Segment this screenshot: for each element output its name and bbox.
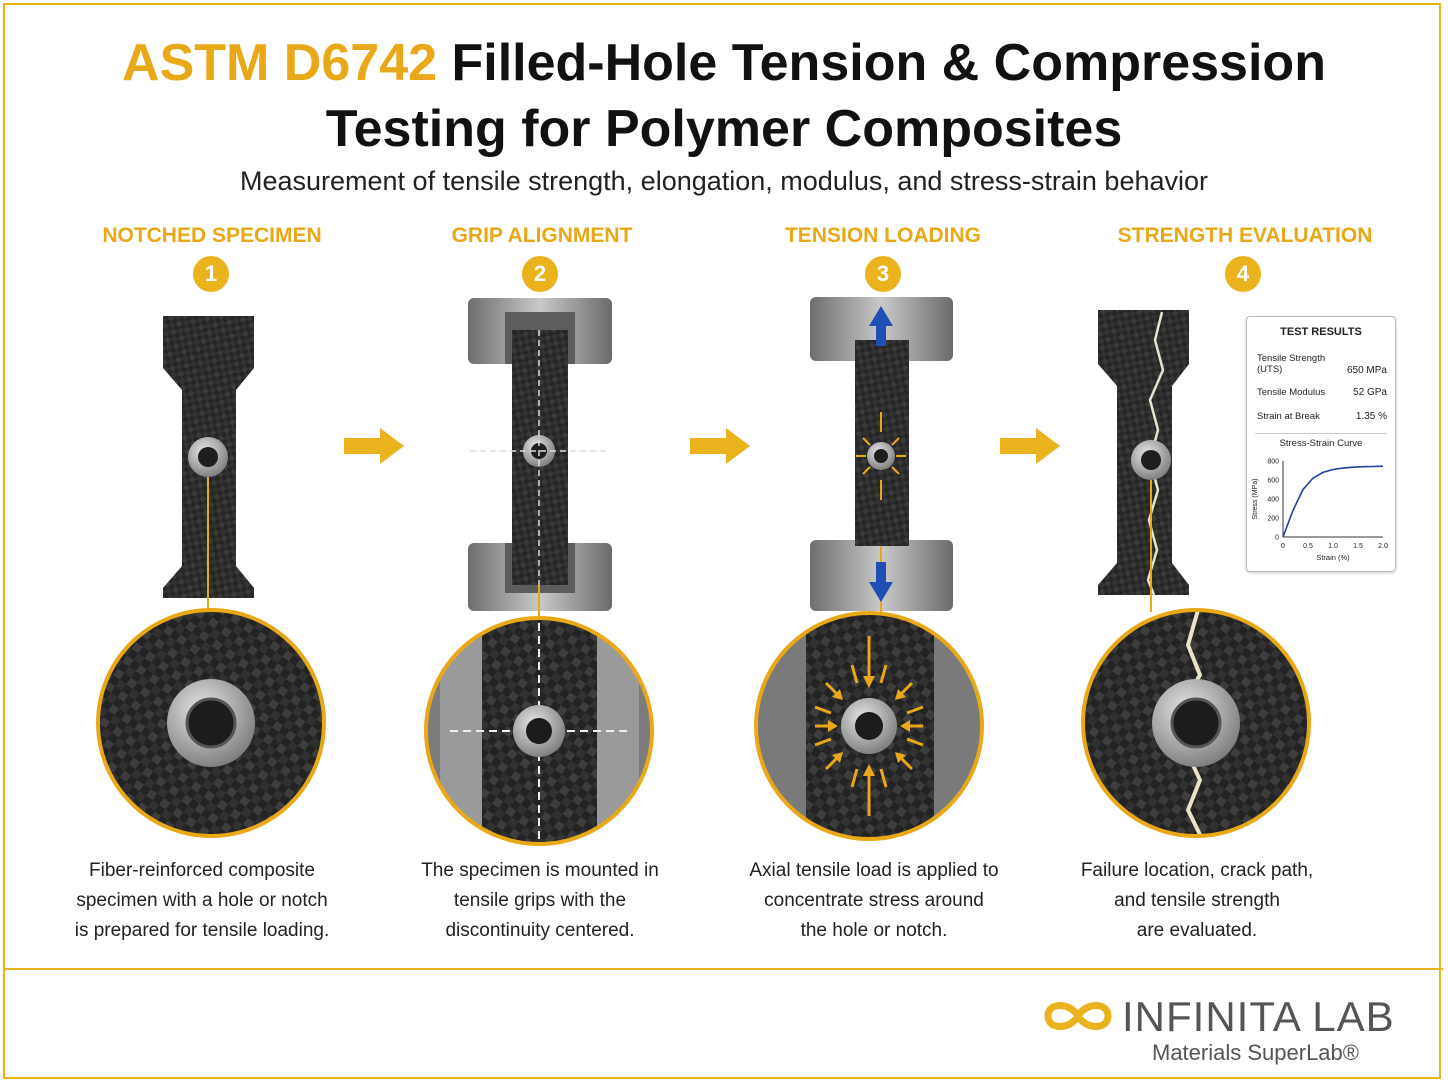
result-row-uts: Tensile Strength (UTS) 650 MPa bbox=[1257, 353, 1387, 376]
caption-line: Failure location, crack path, bbox=[1080, 860, 1314, 881]
x-tick-label: 0.5 bbox=[1303, 543, 1313, 550]
grip-zoom bbox=[426, 618, 652, 844]
step-2-heading: GRIP ALIGNMENT bbox=[451, 224, 633, 247]
result-row-strain: Strain at Break 1.35 % bbox=[1257, 411, 1387, 422]
footer-divider bbox=[3, 968, 1443, 970]
tension-zoom bbox=[756, 613, 982, 839]
failure-zoom bbox=[1083, 610, 1309, 836]
step-4-heading: STRENGTH EVALUATION bbox=[1117, 224, 1373, 247]
title-rest: Filled-Hole Tension & Compression bbox=[451, 34, 1326, 92]
notched-specimen bbox=[163, 316, 254, 612]
company-tagline: Materials SuperLab® bbox=[1152, 1040, 1359, 1065]
caption-line: are evaluated. bbox=[1136, 920, 1258, 941]
result-label: Tensile Strength bbox=[1257, 353, 1326, 364]
step-1-caption: Fiber-reinforced composite specimen with… bbox=[42, 856, 362, 946]
y-tick-label: 400 bbox=[1267, 497, 1279, 504]
result-value: 52 GPa bbox=[1353, 387, 1387, 398]
page-title-line2: Testing for Polymer Composites bbox=[325, 100, 1123, 158]
page-title-line1: ASTM D6742 Filled-Hole Tension & Compres… bbox=[0, 32, 1448, 94]
step-2-number: 2 bbox=[522, 256, 558, 292]
page-frame bbox=[3, 3, 1441, 1079]
caption-line: is prepared for tensile loading. bbox=[74, 920, 330, 941]
results-divider bbox=[1255, 433, 1387, 434]
caption-line: The specimen is mounted in bbox=[421, 860, 659, 881]
y-axis-label: Stress (MPa) bbox=[1252, 479, 1259, 520]
y-tick-label: 800 bbox=[1267, 459, 1279, 466]
arrow-right-icon bbox=[1000, 428, 1060, 464]
failed-specimen bbox=[1098, 310, 1189, 612]
infinity-logo-icon bbox=[1044, 1002, 1112, 1030]
step-2-caption: The specimen is mounted in tensile grips… bbox=[380, 856, 700, 946]
standard-code: ASTM D6742 bbox=[122, 34, 438, 92]
caption-line: specimen with a hole or notch bbox=[76, 890, 328, 911]
caption-line: Fiber-reinforced composite bbox=[89, 860, 315, 881]
caption-line: and tensile strength bbox=[1114, 890, 1280, 911]
result-value: 1.35 % bbox=[1355, 411, 1387, 422]
curve-title: Stress-Strain Curve bbox=[1279, 438, 1363, 449]
result-label-sub: (UTS) bbox=[1257, 364, 1283, 375]
stress-strain-series bbox=[1282, 465, 1384, 538]
caption-line: the hole or notch. bbox=[800, 920, 948, 941]
result-value: 650 MPa bbox=[1346, 365, 1387, 376]
x-tick-label: 2.0 bbox=[1378, 543, 1388, 550]
y-tick-label: 0 bbox=[1275, 535, 1279, 542]
step-3-number: 3 bbox=[865, 256, 901, 292]
step-3-caption: Axial tensile load is applied to concent… bbox=[714, 856, 1034, 946]
company-logo-name: INFINITA LAB bbox=[1122, 993, 1395, 1040]
y-tick-label: 600 bbox=[1267, 478, 1279, 485]
step-4-caption: Failure location, crack path, and tensil… bbox=[1037, 856, 1357, 946]
caption-line: Axial tensile load is applied to bbox=[749, 860, 999, 881]
y-tick-label: 200 bbox=[1267, 516, 1279, 523]
x-tick-label: 0 bbox=[1281, 543, 1285, 550]
x-axis-label: Strain (%) bbox=[1316, 553, 1350, 562]
x-tick-label: 1.0 bbox=[1328, 543, 1338, 550]
step-4-number: 4 bbox=[1225, 256, 1261, 292]
results-title: TEST RESULTS bbox=[1280, 326, 1362, 338]
load-arrows bbox=[869, 306, 893, 602]
arrow-right-icon bbox=[690, 428, 750, 464]
grip-assembly bbox=[468, 298, 612, 620]
x-tick-label: 1.5 bbox=[1353, 543, 1363, 550]
result-row-modulus: Tensile Modulus 52 GPa bbox=[1257, 387, 1387, 398]
caption-line: discontinuity centered. bbox=[445, 920, 635, 941]
page-subtitle: Measurement of tensile strength, elongat… bbox=[239, 166, 1209, 196]
stress-arrows-small bbox=[856, 412, 906, 500]
step-1-number: 1 bbox=[193, 256, 229, 292]
specimen-zoom bbox=[98, 610, 324, 836]
result-label: Strain at Break bbox=[1257, 411, 1320, 422]
arrow-right-icon bbox=[344, 428, 404, 464]
caption-line: tensile grips with the bbox=[453, 890, 627, 911]
step-3-heading: TENSION LOADING bbox=[784, 224, 981, 247]
test-results-panel: TEST RESULTS Tensile Strength (UTS) 650 … bbox=[1246, 316, 1396, 572]
step-1-heading: NOTCHED SPECIMEN bbox=[102, 224, 322, 247]
caption-line: concentrate stress around bbox=[764, 890, 984, 911]
result-label: Tensile Modulus bbox=[1257, 387, 1326, 398]
